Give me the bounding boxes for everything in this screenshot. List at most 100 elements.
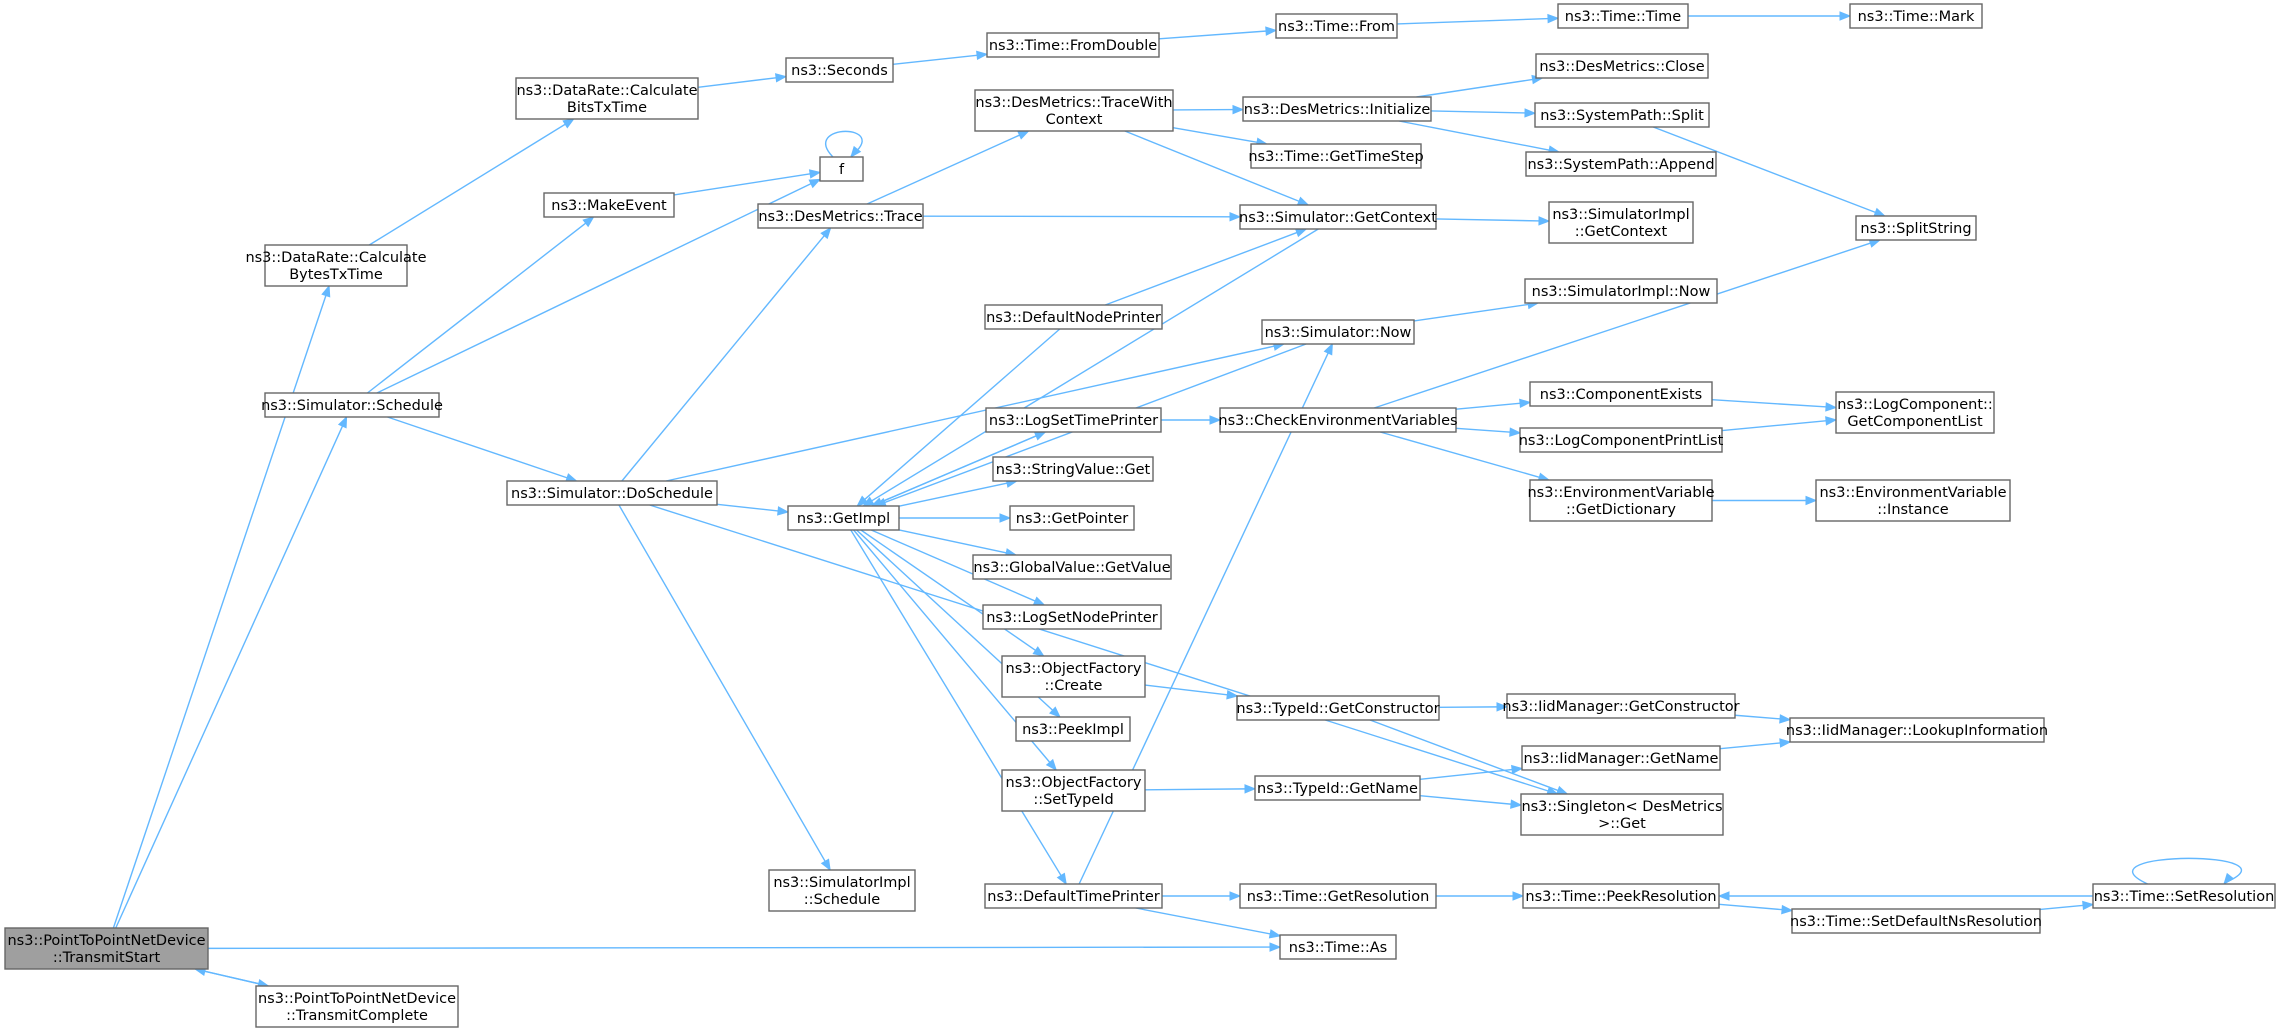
node-box[interactable] (1009, 505, 1135, 531)
node-box[interactable] (255, 985, 459, 1028)
node-desmetrics-close[interactable]: ns3::DesMetrics::Close (1535, 53, 1709, 79)
node-box[interactable] (1001, 769, 1146, 812)
node-box[interactable] (1520, 793, 1724, 836)
node-make-event[interactable]: ns3::MakeEvent (543, 192, 675, 218)
node-peekimpl[interactable]: ns3::PeekImpl (1015, 716, 1131, 742)
node-box[interactable] (264, 392, 440, 418)
node-box[interactable] (1524, 278, 1718, 304)
node-typeid-getname[interactable]: ns3::TypeId::GetName (1254, 775, 1421, 801)
node-logcomponent-printlist[interactable]: ns3::LogComponentPrintList (1519, 427, 1724, 453)
node-box[interactable] (1254, 775, 1421, 801)
node-box[interactable] (1529, 479, 1713, 522)
node-box[interactable] (984, 304, 1163, 330)
node-box[interactable] (515, 77, 699, 120)
node-singleton-desmetrics-get[interactable]: ns3::Singleton< DesMetrics>::Get (1520, 793, 1724, 836)
node-box[interactable] (982, 604, 1162, 630)
node-box[interactable] (985, 407, 1162, 433)
node-transmit-start[interactable]: ns3::PointToPointNetDevice::TransmitStar… (4, 927, 209, 970)
node-f[interactable]: f (819, 156, 864, 182)
node-box[interactable] (264, 244, 408, 287)
node-sim-getcontext[interactable]: ns3::Simulator::GetContext (1239, 204, 1437, 230)
node-box[interactable] (506, 480, 718, 506)
node-box[interactable] (1535, 53, 1709, 79)
node-box[interactable] (2092, 883, 2276, 909)
node-iidmanager-getname[interactable]: ns3::IidManager::GetName (1521, 745, 1721, 771)
node-envvar-instance[interactable]: ns3::EnvironmentVariable::Instance (1815, 479, 2011, 522)
node-box[interactable] (757, 203, 924, 229)
node-box[interactable] (1001, 655, 1146, 698)
node-time-setdefaultnsresolution[interactable]: ns3::Time::SetDefaultNsResolution (1790, 908, 2042, 934)
node-iidmanager-getconstructor[interactable]: ns3::IidManager::GetConstructor (1502, 693, 1740, 719)
node-systempath-split[interactable]: ns3::SystemPath::Split (1534, 102, 1710, 128)
node-box[interactable] (1519, 427, 1723, 453)
node-box[interactable] (1239, 204, 1437, 230)
node-seconds[interactable]: ns3::Seconds (785, 57, 894, 83)
node-globalvalue-getvalue[interactable]: ns3::GlobalValue::GetValue (972, 554, 1172, 580)
node-box[interactable] (1548, 201, 1694, 244)
node-box[interactable] (972, 554, 1172, 580)
node-typeid-getconstructor[interactable]: ns3::TypeId::GetConstructor (1236, 695, 1440, 721)
node-simimpl-schedule[interactable]: ns3::SimulatorImpl::Schedule (768, 869, 916, 912)
node-time-getresolution[interactable]: ns3::Time::GetResolution (1239, 883, 1437, 909)
node-box[interactable] (1521, 745, 1721, 771)
node-simimpl-now[interactable]: ns3::SimulatorImpl::Now (1524, 278, 1718, 304)
node-box[interactable] (1525, 151, 1717, 177)
node-time-time[interactable]: ns3::Time::Time (1557, 3, 1689, 29)
node-default-node-printer[interactable]: ns3::DefaultNodePrinter (984, 304, 1163, 330)
node-splitstring[interactable]: ns3::SplitString (1855, 215, 1977, 241)
node-box[interactable] (1219, 407, 1457, 433)
node-box[interactable] (1534, 102, 1710, 128)
node-box[interactable] (992, 456, 1154, 482)
node-box[interactable] (1275, 13, 1398, 39)
node-box[interactable] (768, 869, 916, 912)
node-box[interactable] (1835, 391, 1995, 434)
node-getimpl[interactable]: ns3::GetImpl (787, 505, 900, 531)
node-time-as[interactable]: ns3::Time::As (1279, 934, 1397, 960)
node-box[interactable] (1557, 3, 1689, 29)
node-box[interactable] (785, 57, 894, 83)
node-box[interactable] (984, 883, 1163, 909)
node-logset-time-printer[interactable]: ns3::LogSetTimePrinter (985, 407, 1162, 433)
node-box[interactable] (1791, 908, 2041, 934)
node-transmit-complete[interactable]: ns3::PointToPointNetDevice::TransmitComp… (255, 985, 459, 1028)
node-logset-node-printer[interactable]: ns3::LogSetNodePrinter (982, 604, 1162, 630)
node-box[interactable] (787, 505, 900, 531)
node-sim-doschedule[interactable]: ns3::Simulator::DoSchedule (506, 480, 718, 506)
node-sim-schedule[interactable]: ns3::Simulator::Schedule (261, 392, 443, 418)
node-objfactory-create[interactable]: ns3::ObjectFactory::Create (1001, 655, 1146, 698)
node-systempath-append[interactable]: ns3::SystemPath::Append (1525, 151, 1717, 177)
node-box[interactable] (1815, 479, 2011, 522)
node-iidmanager-lookupinformation[interactable]: ns3::IidManager::LookupInformation (1786, 717, 2048, 743)
node-box[interactable] (1279, 934, 1397, 960)
node-box[interactable] (1239, 883, 1437, 909)
node-box[interactable] (986, 32, 1160, 58)
node-envvar-getdictionary[interactable]: ns3::EnvironmentVariable::GetDictionary (1527, 479, 1715, 522)
node-objfactory-settypeid[interactable]: ns3::ObjectFactory::SetTypeId (1001, 769, 1146, 812)
node-box[interactable] (819, 156, 864, 182)
node-box[interactable] (4, 927, 209, 970)
node-box[interactable] (1506, 693, 1736, 719)
node-box[interactable] (1522, 883, 1720, 909)
node-box[interactable] (1529, 381, 1713, 407)
node-box[interactable] (1789, 717, 2045, 743)
node-box[interactable] (1261, 319, 1415, 345)
node-sim-now[interactable]: ns3::Simulator::Now (1261, 319, 1415, 345)
node-desmetrics-trace[interactable]: ns3::DesMetrics::Trace (757, 203, 924, 229)
node-stringvalue-get[interactable]: ns3::StringValue::Get (992, 456, 1154, 482)
node-getpointer[interactable]: ns3::GetPointer (1009, 505, 1135, 531)
node-time-from[interactable]: ns3::Time::From (1275, 13, 1398, 39)
node-box[interactable] (1236, 695, 1440, 721)
node-box[interactable] (543, 192, 675, 218)
node-box[interactable] (1855, 215, 1977, 241)
node-box[interactable] (1250, 143, 1422, 169)
node-box[interactable] (1849, 3, 1983, 29)
node-box[interactable] (1242, 96, 1432, 122)
node-time-setresolution[interactable]: ns3::Time::SetResolution (2092, 883, 2276, 909)
node-component-exists[interactable]: ns3::ComponentExists (1529, 381, 1713, 407)
node-box[interactable] (974, 89, 1174, 132)
node-default-time-printer[interactable]: ns3::DefaultTimePrinter (984, 883, 1163, 909)
node-time-peekresolution[interactable]: ns3::Time::PeekResolution (1522, 883, 1720, 909)
